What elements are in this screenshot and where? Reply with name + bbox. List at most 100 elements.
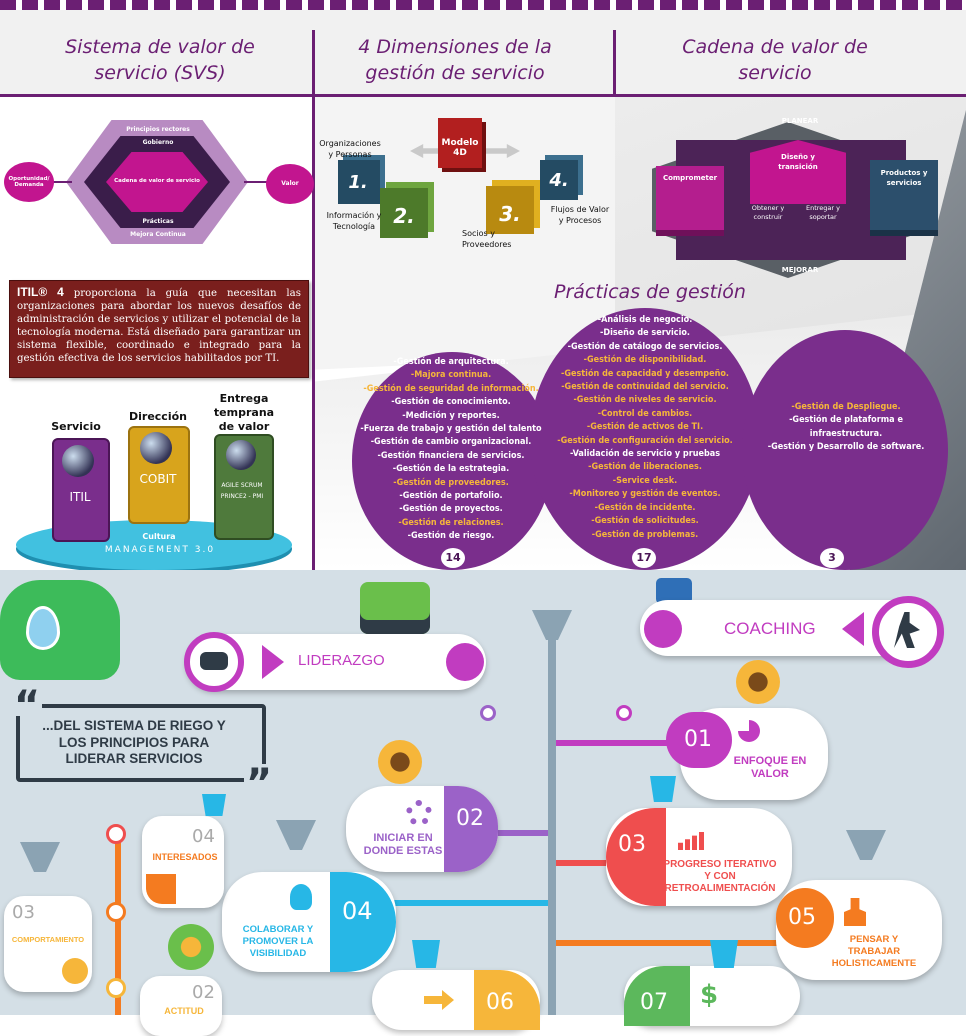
main-pipe: [548, 640, 556, 1015]
dimensions-title: 4 Dimensiones de la gestión de servicio: [358, 36, 552, 84]
left-card-comportamiento-number: 03: [12, 902, 35, 923]
practice-item: -Gestión de conocimiento.: [391, 397, 511, 408]
svs-chain: Cadena de valor de servicio: [114, 178, 200, 184]
svs-right-connector: [244, 181, 268, 183]
practice-item: -Gestión de seguridad de información.: [363, 383, 539, 394]
practice-item: -Gestión de portafolio.: [399, 491, 503, 502]
principle-02-label: INICIAR EN DONDE ESTAS: [363, 832, 443, 857]
svs-value-node: [266, 164, 314, 204]
left-card-comportamiento-label: COMPORTAMIENTO: [11, 935, 85, 944]
practice-item: -Gestión de arquitectura.: [393, 357, 509, 367]
practice-item: -Gestión de niveles de servicio.: [573, 395, 717, 406]
practices-tech-list: -Gestión de Despliegue. -Gestión de plata…: [756, 401, 936, 455]
dollar-chart-icon: $: [700, 980, 719, 1010]
principle-04-number: 04: [342, 897, 373, 925]
chain-planear-label: PLANEAR: [781, 117, 819, 125]
dimension-org-label: Organizaciones y Personas: [319, 139, 381, 159]
quote-close-mark: ”: [244, 761, 274, 807]
bucket-icon-4: [710, 940, 738, 968]
dimension-1-label: 1.: [348, 172, 368, 193]
practice-item: -Gestión y Desarrollo de software.: [767, 442, 925, 453]
target-icon-left: [446, 643, 484, 681]
practice-item: -Service desk.: [612, 475, 678, 486]
svs-value-label: Valor: [281, 180, 299, 187]
chain-deliver-label: Entregar y soportar: [806, 204, 840, 221]
principle-04-label: COLABORAR Y PROMOVER LA VISIBILIDAD: [242, 924, 314, 959]
coaching-label: COACHING: [724, 619, 816, 638]
pipe-purple: [556, 740, 686, 746]
principle-06-number: 06: [486, 990, 514, 1015]
node-top-right: [616, 705, 632, 721]
chain-design-label: Diseño y transición: [778, 153, 818, 171]
practice-item: -Análisis de negocio.: [597, 315, 693, 325]
dimension-4-label: 4.: [549, 170, 569, 191]
chain-comprometer-label: Comprometer: [662, 174, 718, 182]
dimension-4-cube: [540, 160, 578, 200]
svs-continuous-improvement: Mejora Continua: [130, 231, 186, 238]
svs-opportunity-label: Oportunidad/ Demanda: [8, 176, 50, 188]
left-card-actitud-number: 02: [192, 982, 215, 1003]
agile-globe-icon: [226, 440, 256, 470]
count-badge-tech: [820, 548, 844, 568]
cobit-globe-icon: [140, 432, 172, 464]
divider-2: [613, 30, 616, 96]
framework-entrega-label: Entrega temprana de valor: [213, 392, 275, 433]
pie-chart-icon: [738, 720, 760, 742]
dimension-model-box: [438, 118, 482, 168]
framework-servicio-label: Servicio: [51, 420, 101, 433]
left-card-interesados-label: INTERESADOS: [152, 852, 218, 862]
practice-item: -Gestión de la estrategia.: [392, 464, 510, 475]
pipe-lilac: [490, 830, 548, 836]
practice-item: -Gestión de cambio organizacional.: [370, 437, 532, 448]
practices-title: Prácticas de gestión: [554, 281, 746, 303]
sunflower-icon-2: [736, 660, 780, 704]
chain-mejorar-label: MEJORAR: [781, 266, 819, 274]
framework-direccion-label: Dirección: [129, 410, 187, 423]
itil-text: proporciona la guía que necesitan las or…: [17, 288, 301, 364]
principle-05-tab: [776, 888, 834, 948]
svs-governance: Gobierno: [142, 139, 174, 146]
practice-pin-general: [352, 352, 552, 570]
dimension-2-label: 2.: [393, 204, 415, 228]
practice-item: -Validación de servicio y pruebas: [569, 449, 721, 460]
svs-principles: Principios rectores: [126, 126, 190, 133]
chain-comprometer-block: [656, 166, 724, 230]
principle-01-tab: [666, 712, 732, 768]
practices-service-list: -Análisis de negocio.-Diseño de servicio…: [556, 314, 734, 542]
principle-01-label: ENFOQUE EN VALOR: [733, 755, 807, 780]
count-service: 17: [636, 551, 652, 564]
node-3: [106, 978, 126, 998]
principle-03-label: PROGRESO ITERATIVO Y CON RETROALIMENTACI…: [663, 859, 777, 894]
globe-icon: [62, 958, 88, 984]
dimension-model-label: Modelo 4D: [441, 138, 479, 158]
practice-item: -Gestión de liberaciones.: [588, 462, 702, 473]
node-top-left: [480, 705, 496, 721]
practice-pin-tech: [742, 330, 948, 570]
pipe-blue: [380, 900, 548, 906]
management-label: MANAGEMENT 3.0: [104, 545, 216, 555]
principle-07-number: 07: [640, 990, 668, 1015]
itil-description-box: [9, 280, 309, 378]
dimension-flows-label: Flujos de Valor y Procesos: [550, 205, 610, 225]
pipe-red: [556, 860, 616, 866]
practice-pin-service: [530, 308, 760, 570]
bucket-icon-2: [202, 794, 226, 816]
itil-heading: ITIL® 4: [17, 285, 64, 299]
practice-item: -Medición y reportes.: [402, 410, 500, 421]
practice-item: -Gestión de disponibilidad.: [583, 355, 707, 366]
itil-globe-icon: [62, 445, 94, 477]
dimension-partners-label: Socios y Proveedores: [462, 229, 512, 249]
node-2: [106, 902, 126, 922]
chain-obtain-label: Obtener y construir: [751, 204, 785, 221]
liderazgo-label: LIDERAZGO: [298, 652, 385, 669]
practice-item: -Gestión de Despliegue.: [791, 402, 901, 412]
practice-item: -Gestión de continuidad del servicio.: [561, 382, 729, 393]
principle-05-label: PENSAR Y TRABAJAR HOLISTICAMENTE: [831, 934, 917, 969]
tractor-icon: [360, 582, 430, 634]
growth-chart-icon: [146, 874, 176, 904]
svs-opportunity-node: [4, 162, 54, 202]
count-tech: 3: [828, 551, 836, 564]
handshake-icon: [200, 652, 228, 670]
quote-open-mark: “: [12, 683, 42, 729]
practice-item: -Gestión de plataforma e infraestructura…: [789, 415, 903, 439]
